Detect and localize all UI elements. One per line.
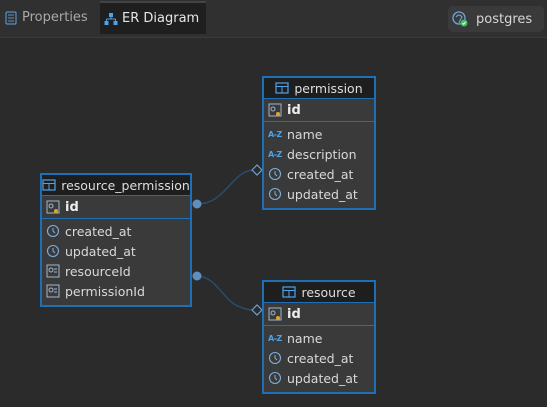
table-icon (282, 286, 297, 298)
tab-er-diagram-label: ER Diagram (122, 11, 200, 26)
column-name: updated_at (65, 243, 136, 259)
column-name: created_at (65, 223, 132, 239)
column-row[interactable]: resourceId (42, 261, 190, 281)
column-name: permissionId (65, 283, 145, 299)
tab-er-diagram[interactable]: ER Diagram (100, 1, 206, 34)
relation-line-permission (196, 169, 257, 205)
entity-resource[interactable]: resource id A‑Z name created_at updated_a… (262, 280, 376, 394)
tab-properties[interactable]: Properties (0, 1, 98, 34)
entity-resource-permission[interactable]: resource_permission id created_at update… (40, 173, 192, 307)
column-row[interactable]: updated_at (264, 184, 374, 204)
column-row[interactable]: permissionId (42, 281, 190, 301)
entity-name: resource (301, 284, 356, 300)
primary-key-row[interactable]: id (264, 99, 374, 122)
connection-selector[interactable]: postgres (448, 6, 544, 32)
datetime-icon (268, 351, 282, 365)
primary-key-name: id (287, 102, 301, 118)
string-icon: A‑Z (268, 149, 282, 159)
relation-endpoint-diamond (251, 304, 263, 316)
column-row[interactable]: A‑Z description (264, 144, 374, 164)
datetime-icon (46, 244, 60, 258)
column-name: updated_at (287, 186, 358, 202)
column-name: resourceId (65, 263, 131, 279)
column-row[interactable]: updated_at (42, 241, 190, 261)
entity-permission[interactable]: permission id A‑Z name A‑Z description cre… (262, 76, 376, 210)
er-diagram-icon (104, 12, 118, 25)
table-icon (42, 179, 56, 191)
column-row[interactable]: created_at (264, 348, 374, 368)
foreign-key-icon (46, 264, 60, 278)
column-row[interactable]: created_at (42, 221, 190, 241)
datetime-icon (268, 187, 282, 201)
primary-key-row[interactable]: id (42, 196, 190, 219)
column-name: description (287, 146, 357, 162)
datetime-icon (46, 224, 60, 238)
column-name: updated_at (287, 370, 358, 386)
entity-header[interactable]: resource_permission (42, 175, 190, 196)
foreign-key-icon (46, 284, 60, 298)
relation-line-resource (196, 275, 257, 311)
primary-key-icon (268, 307, 282, 321)
primary-key-name: id (65, 199, 79, 215)
column-row[interactable]: updated_at (264, 368, 374, 388)
column-name: created_at (287, 350, 354, 366)
primary-key-row[interactable]: id (264, 303, 374, 326)
primary-key-name: id (287, 306, 301, 322)
entity-header[interactable]: permission (264, 78, 374, 99)
properties-icon (5, 10, 17, 25)
datetime-icon (268, 167, 282, 181)
tab-properties-label: Properties (22, 10, 88, 25)
entity-name: resource_permission (61, 177, 190, 193)
datetime-icon (268, 371, 282, 385)
table-icon (275, 82, 289, 94)
column-row[interactable]: created_at (264, 164, 374, 184)
postgres-icon (452, 11, 468, 27)
relation-endpoint-dot (192, 271, 202, 281)
primary-key-icon (268, 103, 282, 117)
relation-endpoint-dot (192, 199, 202, 209)
column-name: name (287, 330, 323, 346)
connection-label: postgres (476, 11, 533, 27)
string-icon: A‑Z (268, 333, 282, 343)
string-icon: A‑Z (268, 129, 282, 139)
column-row[interactable]: A‑Z name (264, 124, 374, 144)
column-name: created_at (287, 166, 354, 182)
entity-header[interactable]: resource (264, 282, 374, 303)
column-name: name (287, 126, 323, 142)
editor-tab-bar: Properties ER Diagram postgres (0, 0, 547, 38)
primary-key-icon (46, 200, 60, 214)
entity-name: permission (294, 80, 363, 96)
relation-endpoint-diamond (251, 164, 263, 176)
column-row[interactable]: A‑Z name (264, 328, 374, 348)
